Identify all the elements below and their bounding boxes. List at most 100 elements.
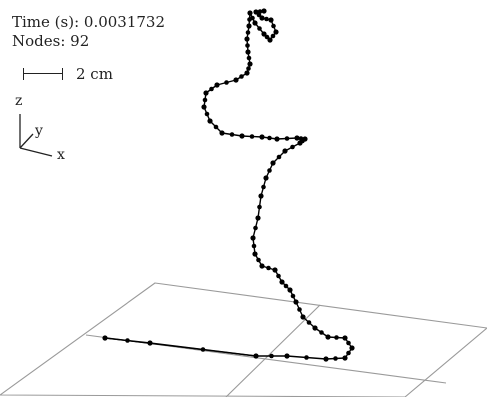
node-marker	[258, 193, 264, 199]
node-marker	[261, 8, 267, 14]
node-marker	[268, 17, 274, 23]
node-marker	[273, 29, 279, 35]
node-marker	[250, 15, 255, 21]
node-marker	[257, 204, 262, 210]
node-marker	[267, 135, 272, 141]
node-marker	[247, 10, 253, 16]
node-marker	[319, 330, 324, 335]
node-marker	[244, 36, 250, 42]
node-marker	[102, 335, 108, 341]
node-marker	[259, 263, 265, 269]
node-marker	[261, 31, 267, 37]
node-marker	[125, 338, 130, 343]
node-marker	[333, 356, 338, 361]
node-marker	[290, 293, 296, 299]
axis-y-label: y	[35, 123, 43, 139]
node-marker	[298, 136, 304, 141]
node-marker	[255, 215, 261, 221]
node-marker	[293, 299, 299, 305]
node-marker	[270, 160, 276, 166]
node-marker	[300, 314, 306, 320]
node-marker	[214, 82, 220, 88]
node-marker	[334, 335, 339, 340]
node-marker	[253, 353, 259, 359]
node-marker	[267, 168, 272, 173]
node-marker	[264, 34, 270, 40]
node-marker	[251, 243, 257, 249]
node-marker	[245, 43, 250, 48]
node-marker	[239, 74, 244, 79]
time-readout: Time (s): 0.0031732	[12, 13, 166, 31]
node-marker	[219, 130, 225, 136]
node-marker	[272, 267, 278, 273]
node-marker	[304, 355, 309, 360]
node-marker	[207, 118, 213, 124]
node-marker	[257, 26, 262, 31]
node-marker	[209, 86, 214, 92]
node-marker	[342, 355, 348, 361]
node-marker	[203, 90, 209, 96]
ground-grid	[0, 282, 487, 397]
node-marker	[325, 334, 331, 340]
axis-triad-icon	[19, 114, 53, 157]
node-marker	[202, 97, 208, 103]
axis-triad: z y x	[8, 92, 88, 167]
node-marker	[274, 136, 280, 142]
node-marker	[259, 15, 265, 21]
node-marker	[252, 20, 258, 26]
node-marker	[252, 251, 258, 257]
node-marker	[269, 353, 274, 359]
node-count: Nodes: 92	[12, 32, 90, 50]
filament-curve	[102, 8, 355, 362]
node-marker	[263, 175, 269, 181]
scale-bar-label: 2 cm	[76, 65, 113, 83]
node-marker	[276, 273, 281, 279]
node-marker	[302, 136, 308, 142]
node-marker	[239, 133, 245, 139]
node-marker	[253, 225, 258, 231]
node-marker	[257, 9, 263, 14]
node-marker	[349, 345, 355, 351]
node-marker	[253, 9, 259, 15]
node-marker	[256, 257, 261, 263]
node-marker	[250, 235, 256, 241]
node-marker	[201, 104, 207, 110]
node-marker	[276, 154, 282, 160]
node-marker	[246, 55, 252, 61]
node-marker	[261, 184, 266, 190]
node-marker	[246, 66, 251, 71]
axis-z-label: z	[15, 93, 23, 109]
node-marker	[200, 347, 206, 352]
node-marker	[264, 16, 269, 22]
node-marker	[282, 148, 288, 154]
node-marker	[249, 134, 255, 139]
node-marker	[267, 37, 273, 43]
node-marker	[270, 33, 276, 39]
node-marker	[284, 353, 290, 359]
node-marker	[287, 287, 293, 293]
node-marker	[312, 325, 318, 331]
scale-bar-icon	[23, 68, 63, 80]
node-marker	[246, 23, 252, 29]
node-marker	[306, 320, 312, 325]
node-marker	[271, 23, 276, 29]
node-marker	[346, 350, 351, 356]
node-marker	[233, 77, 239, 83]
node-marker	[213, 124, 219, 130]
node-marker	[283, 283, 289, 289]
node-marker	[266, 265, 271, 271]
axis-x-label: x	[57, 147, 65, 163]
node-marker	[294, 135, 300, 141]
node-marker	[224, 80, 229, 85]
node-marker	[256, 12, 262, 18]
node-marker	[323, 356, 329, 362]
info-panel: Time (s): 0.0031732 Nodes: 92	[12, 13, 165, 51]
scale-bar: 2 cm	[23, 65, 113, 83]
node-marker	[290, 144, 295, 150]
node-marker	[229, 132, 235, 137]
node-marker	[245, 49, 251, 55]
node-marker	[247, 61, 253, 67]
node-marker	[342, 335, 348, 341]
node-marker	[297, 307, 302, 312]
